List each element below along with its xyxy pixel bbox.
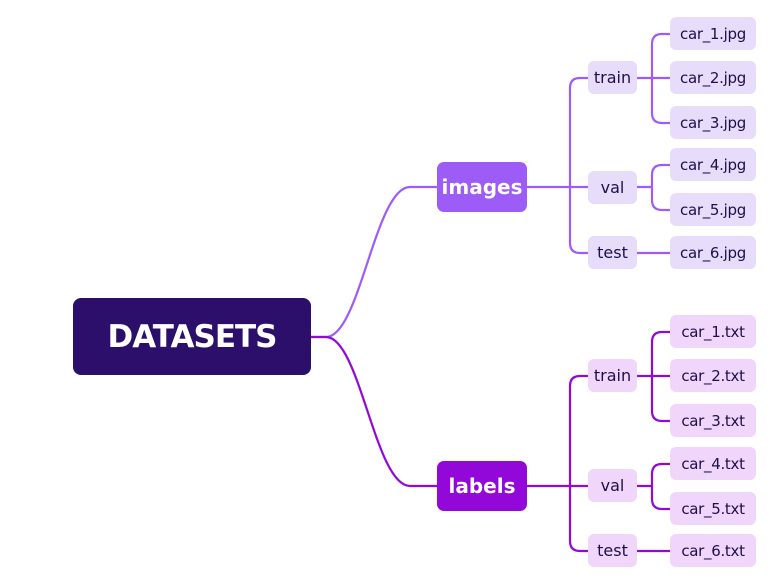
file-node: car_5.jpg [670, 193, 756, 226]
connector-labels-val-files-bracket [650, 462, 672, 511]
images-split-train: train [588, 61, 637, 94]
file-node: car_2.jpg [670, 61, 756, 94]
file-node: car_6.jpg [670, 236, 756, 269]
file-node: car_3.txt [670, 404, 756, 437]
file-node: car_4.txt [670, 447, 756, 480]
connector-images-val-files-bracket [650, 163, 672, 212]
branch-node-images: images [437, 162, 527, 212]
labels-split-val: val [588, 469, 637, 502]
file-node: car_5.txt [670, 492, 756, 525]
file-node: car_6.txt [670, 534, 756, 567]
labels-split-train: train [588, 359, 637, 392]
branch-node-labels: labels [437, 461, 527, 511]
labels-split-test: test [588, 534, 637, 567]
connector-root-images [309, 185, 439, 339]
file-node: car_1.txt [670, 315, 756, 348]
file-node: car_2.txt [670, 359, 756, 392]
file-node: car_3.jpg [670, 106, 756, 139]
connector-labels-trunk [568, 374, 590, 553]
images-split-test: test [588, 236, 637, 269]
root-node-datasets: DATASETS [73, 298, 311, 375]
file-node: car_1.jpg [670, 17, 756, 50]
images-split-val: val [588, 171, 637, 204]
connector-images-trunk [568, 76, 590, 255]
file-node: car_4.jpg [670, 148, 756, 181]
connector-root-labels [309, 335, 439, 488]
